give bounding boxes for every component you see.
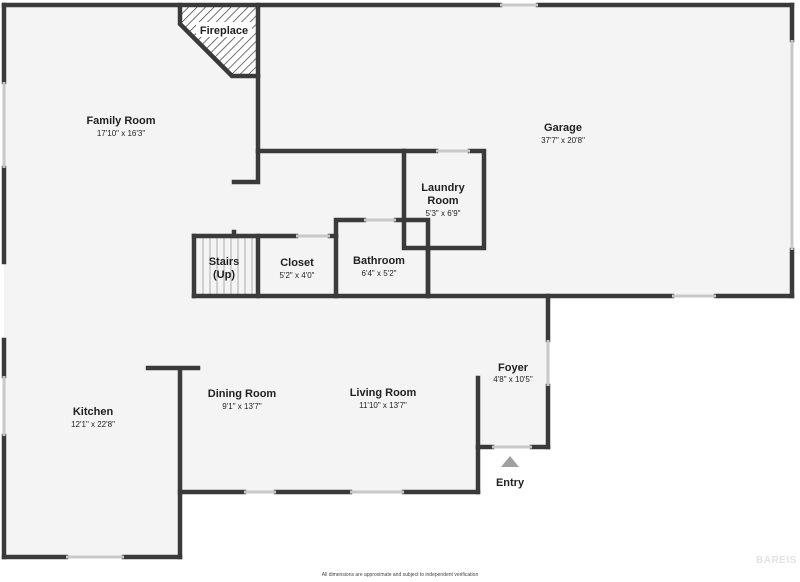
disclaimer-text: All dimensions are approximate and subje…: [321, 572, 479, 578]
kitchen-dims: 12'1" x 22'8": [71, 420, 115, 429]
floor-fill: [4, 5, 792, 557]
dining-room-label: Dining Room: [208, 388, 277, 400]
kitchen-label: Kitchen: [73, 406, 114, 418]
living-room-dims: 11'10" x 13'7": [359, 401, 407, 410]
family-room-label: Family Room: [86, 115, 155, 127]
bathroom-label: Bathroom: [353, 255, 405, 267]
stairs-label-line2: (Up): [213, 269, 235, 281]
walls: [1, 2, 795, 560]
living-room-label: Living Room: [350, 387, 417, 399]
foyer-dims: 4'8" x 10'5": [493, 375, 533, 384]
stairs-label-line1: Stairs: [209, 256, 240, 268]
bathroom-dims: 6'4" x 5'2": [362, 269, 397, 278]
entry-arrow-icon: [501, 456, 519, 467]
laundry-dims: 5'3" x 6'9": [426, 209, 461, 218]
closet-label: Closet: [280, 257, 314, 269]
dining-room-dims: 9'1" x 13'7": [222, 402, 262, 411]
fireplace-label: Fireplace: [200, 25, 248, 37]
closet-dims: 5'2" x 4'0": [280, 271, 315, 280]
brand-watermark: BAREIS: [756, 555, 797, 566]
foyer-label: Foyer: [498, 362, 529, 374]
laundry-label-line2: Room: [427, 195, 458, 207]
fireplace-label-bg: [196, 22, 252, 37]
garage-dims: 37'7" x 20'8": [541, 136, 585, 145]
garage-label: Garage: [544, 122, 582, 134]
windows: [2, 3, 794, 559]
stairs-treads: [202, 238, 253, 296]
laundry-label-line1: Laundry: [421, 182, 465, 194]
entry-label: Entry: [496, 477, 525, 489]
family-room-dims: 17'10" x 16'3": [97, 129, 145, 138]
